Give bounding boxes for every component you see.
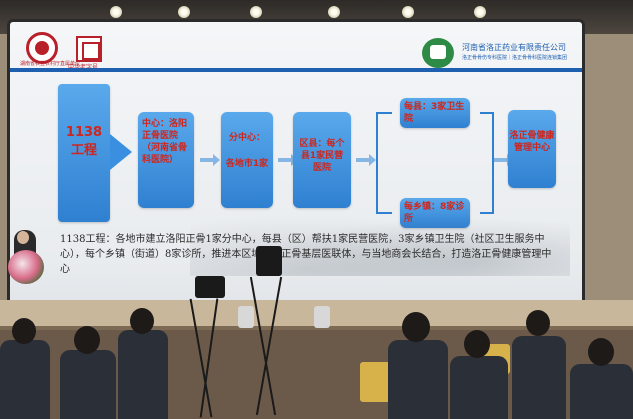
landscape-illustration	[190, 206, 570, 276]
audience-member	[60, 350, 116, 419]
audience-member	[388, 340, 448, 419]
ceiling-light	[178, 6, 190, 18]
stage-light	[314, 306, 330, 328]
ceiling-light	[250, 6, 262, 18]
box-district: 区县：每个县1家民营医院	[293, 112, 351, 208]
box-town: 每乡镇：8家诊所	[400, 198, 470, 228]
audience-head	[12, 318, 36, 344]
stage-light	[238, 306, 254, 328]
audience-head	[130, 308, 154, 334]
hospital-logo-caption: 湖南省农业农村厅直属单位	[20, 61, 81, 67]
company-logo	[422, 38, 454, 68]
audience-member	[118, 330, 168, 419]
speaker-head	[17, 231, 29, 244]
wall-right	[582, 34, 633, 334]
wall-left	[0, 34, 10, 334]
arrow-right-icon	[356, 154, 376, 166]
ceiling-light	[328, 6, 340, 18]
flower-arrangement	[8, 250, 44, 284]
bracket-connector	[480, 112, 494, 214]
arrow-right-icon	[278, 154, 298, 166]
project-description: 1138工程：各地市建立洛阳正骨1家分中心，每县（区）帮扶1家民营医院，3家乡镇…	[60, 234, 552, 275]
box-1138-project: 1138 工程	[58, 84, 110, 222]
audience-chair	[360, 362, 390, 402]
projection-screen: 湖南省农业农村厅直属单位 中华老字号 河南省洛正药业有限责任公司 洛正骨骨伤专科…	[10, 22, 582, 320]
box-center: 中心：洛阳正骨医院（河南省骨科医院）	[138, 112, 194, 208]
seal-logo	[76, 36, 102, 62]
audience-head	[402, 312, 430, 342]
audience-head	[464, 330, 490, 358]
video-camera	[195, 276, 225, 298]
box-health-center: 洛正骨健康管理中心	[508, 110, 556, 188]
stage-edge	[0, 326, 633, 332]
audience-head	[588, 338, 614, 366]
company-subtitle: 洛正骨骨伤专科医院｜洛正骨骨科医院连锁集团	[462, 55, 568, 61]
header-divider	[10, 68, 582, 72]
box-subcenter-body: 各地市1家	[225, 159, 269, 169]
hospital-logo	[26, 32, 58, 64]
audience-member	[512, 336, 566, 419]
seal-caption: 中华老字号	[68, 62, 98, 71]
box-subcenter: 分中心： 各地市1家	[221, 112, 273, 208]
arrow-right-icon	[494, 154, 514, 166]
ceiling-light	[402, 6, 414, 18]
arrow-right-icon	[110, 134, 132, 170]
audience-member	[450, 356, 508, 419]
audience-member	[0, 340, 50, 419]
audience-head	[74, 326, 100, 354]
arrow-right-icon	[200, 154, 220, 166]
ceiling-light	[110, 6, 122, 18]
company-name: 河南省洛正药业有限责任公司	[462, 43, 566, 52]
ceiling-light	[474, 6, 486, 18]
video-camera	[256, 246, 282, 276]
bracket-connector	[376, 112, 392, 214]
audience-head	[526, 310, 550, 336]
audience-member	[570, 364, 633, 419]
box-county: 每县：3家卫生院	[400, 98, 470, 128]
box-subcenter-title: 分中心：	[228, 133, 265, 143]
